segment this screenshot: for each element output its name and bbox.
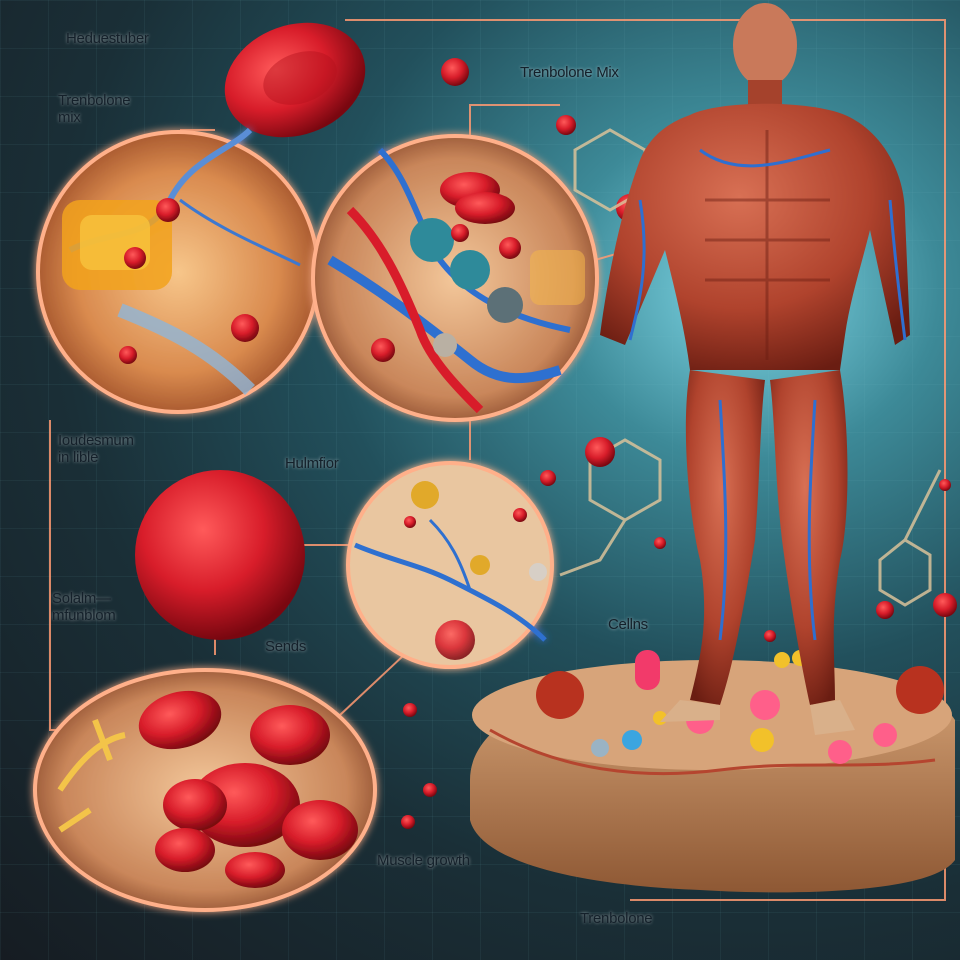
circle-vessels [311, 134, 599, 422]
muscle-figure [600, 3, 910, 735]
circle-rbc-cluster [33, 668, 377, 912]
large-blood-sphere [135, 470, 305, 640]
label-solalm: Solalm— mfunblom [52, 590, 116, 625]
label-loudesmum: Ioudesmum in lible [58, 432, 134, 467]
label-cellns: Cellns [608, 616, 648, 633]
label-trenbolone-bottom: Trenbolone [580, 910, 653, 927]
label-trenbolone-mix-top: Trenbolone Mix [520, 64, 619, 81]
circle-small-vessels [346, 461, 554, 669]
circle-cells-left [36, 127, 320, 414]
top-blood-cell [224, 22, 366, 138]
label-sends: Sends [265, 638, 307, 655]
label-trenbolone-mix-left: Trenbolone mix [58, 92, 131, 127]
label-heduestuber: Heduestuber [66, 30, 149, 47]
label-muscle-growth: Muscle growth [377, 852, 470, 869]
label-hulmfior: Hulmfior [285, 455, 339, 472]
